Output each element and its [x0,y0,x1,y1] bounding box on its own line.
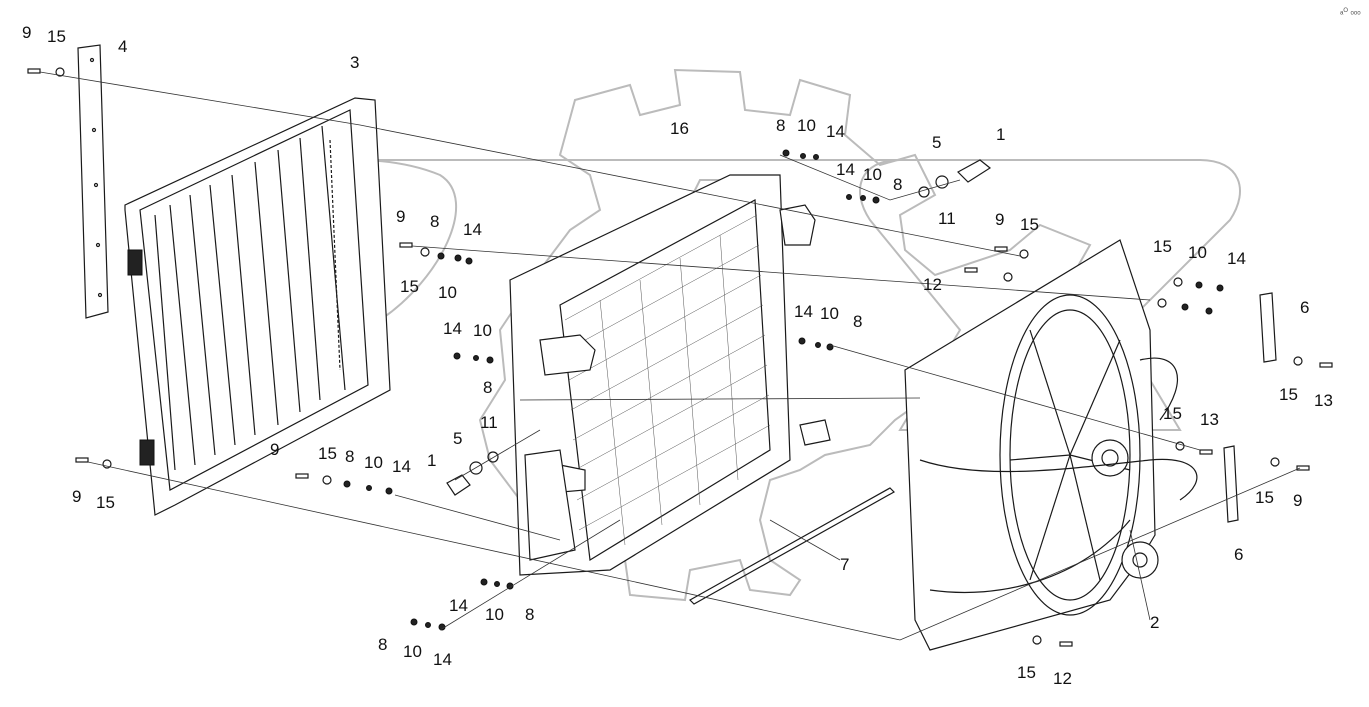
callout-3: 3 [350,53,359,72]
callout-10-h: 10 [485,605,504,624]
callout-11-b: 11 [480,413,498,432]
callout-9-e: 9 [72,487,81,506]
callout-7: 7 [840,555,849,574]
radiator-core-grid [564,214,771,546]
callout-9-c: 9 [396,207,405,226]
callout-8-b: 8 [893,175,902,194]
callout-14-g: 14 [392,457,411,476]
assembly-lines [39,71,1301,641]
callout-15-c: 15 [400,277,419,296]
callout-13-b: 13 [1200,410,1219,429]
callout-10-a: 10 [797,116,816,135]
part-1-elbow-upper [957,159,992,183]
callout-5-b: 5 [453,429,462,448]
callout-8-e: 8 [483,378,492,397]
callout-14-b: 14 [836,160,855,179]
callout-8-g: 8 [525,605,534,624]
callout-14-h: 14 [449,596,468,615]
callout-1-b: 1 [427,451,436,470]
callout-15-j: 15 [1017,663,1036,682]
callout-10-i: 10 [403,642,422,661]
callout-9-d: 9 [270,440,279,459]
callout-labels: 9 15 4 3 16 8 10 14 5 1 14 10 8 11 9 15 … [22,6,1361,688]
callout-14-i: 14 [433,650,452,669]
callout-9-a: 9 [22,23,31,42]
louver-blades [154,125,346,471]
callout-15-i: 15 [1255,488,1274,507]
callout-10-d: 10 [1188,243,1207,262]
part-3-shutter-frame [124,97,391,516]
callout-1-a: 1 [996,125,1005,144]
callout-6-b: 6 [1234,545,1243,564]
callout-8-c: 8 [430,212,439,231]
callout-15-e: 15 [1279,385,1298,404]
callout-13-a: 13 [1314,391,1333,410]
callout-14-f: 14 [443,319,462,338]
callout-12-a: 12 [923,275,942,294]
corner-mark: ₐᴼ ₒₒₒ [1340,6,1361,16]
callout-15-f: 15 [1163,404,1182,423]
part-2-fan-shroud [904,239,1198,651]
callout-16: 16 [670,119,689,138]
callout-10-g: 10 [364,453,383,472]
part-11-ring-lower [487,451,499,463]
callout-2: 2 [1150,613,1159,632]
part-7-seal-strip [689,487,895,605]
callout-11-a: 11 [938,209,956,228]
callout-8-f: 8 [345,447,354,466]
callout-4: 4 [118,37,127,56]
part-5-nut-upper [935,175,949,189]
callout-15-d: 15 [1153,237,1172,256]
callout-15-a: 15 [47,27,66,46]
callout-10-e: 10 [820,304,839,323]
callout-6-a: 6 [1300,298,1309,317]
part-1-elbow-lower [446,474,471,496]
part-4-strip-plate [77,44,109,319]
callout-10-c: 10 [438,283,457,302]
callout-5-a: 5 [932,133,941,152]
callout-14-e: 14 [794,302,813,321]
callout-12-b: 12 [1053,669,1072,688]
callout-15-h: 15 [96,493,115,512]
callout-14-d: 14 [1227,249,1246,268]
callout-15-g: 15 [318,444,337,463]
callout-14-a: 14 [826,122,845,141]
fasteners [27,67,1333,647]
callout-9-b: 9 [995,210,1004,229]
callout-8-d: 8 [853,312,862,331]
part-6-plate-lower [1223,445,1239,523]
callout-10-b: 10 [863,165,882,184]
part-11-ring-upper [918,186,930,198]
callout-10-f: 10 [473,321,492,340]
part-6-plate-upper [1259,292,1277,363]
callout-14-c: 14 [463,220,482,239]
callout-9-f: 9 [1293,491,1302,510]
callout-8-h: 8 [378,635,387,654]
part-16-radiator [509,174,831,576]
callout-8-a: 8 [776,116,785,135]
fan-blades [1009,329,1131,581]
callout-15-b: 15 [1020,215,1039,234]
